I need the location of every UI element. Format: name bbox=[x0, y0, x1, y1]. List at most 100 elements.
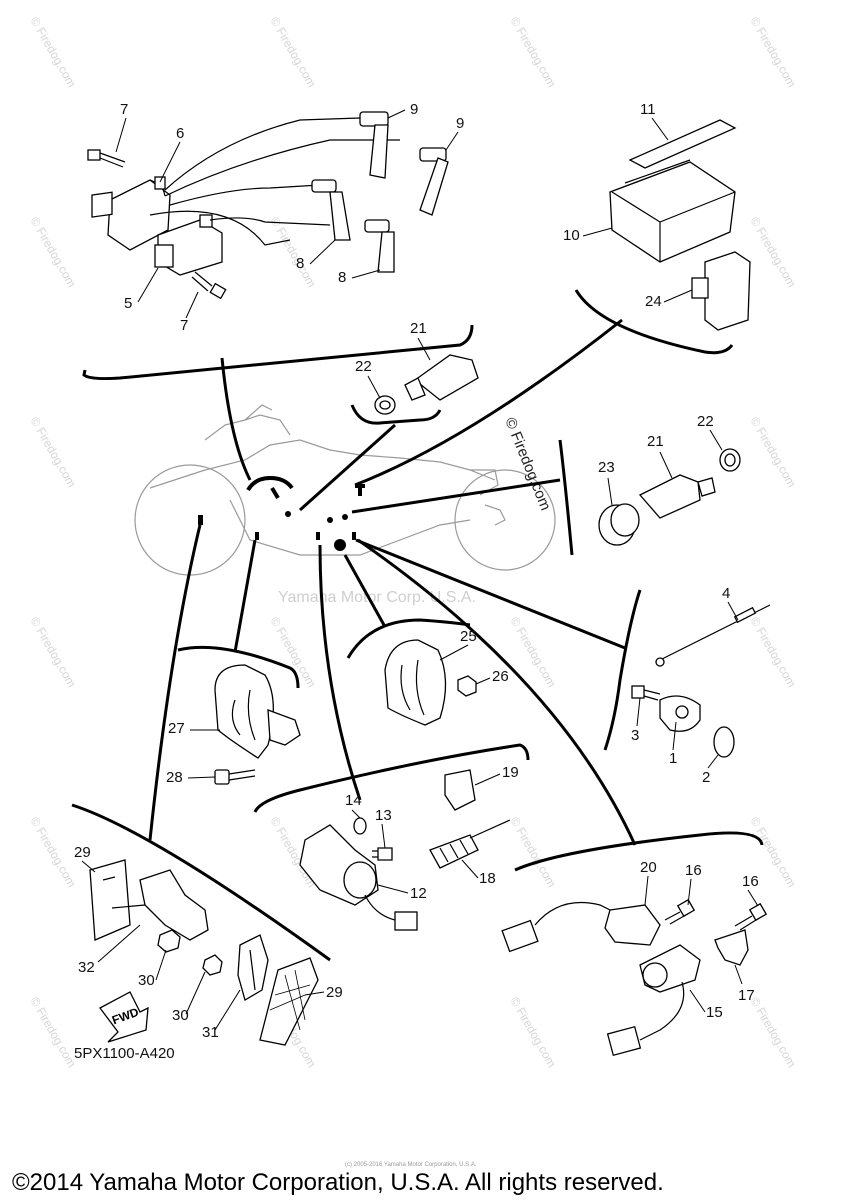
horn-group-27 bbox=[214, 664, 301, 785]
diagram-code: 5PX1100-A420 bbox=[74, 1045, 175, 1062]
temp-sensor-group-right bbox=[598, 448, 741, 546]
bracket-icon bbox=[237, 934, 269, 1001]
part-label-16: 16 bbox=[685, 862, 702, 879]
temperature-sensor-icon bbox=[404, 354, 479, 401]
watermark: © Firedog.com bbox=[507, 15, 559, 90]
part-label-1: 1 bbox=[669, 750, 677, 767]
watermark: © Firedog.com bbox=[747, 215, 799, 290]
bolt-icon bbox=[372, 847, 393, 861]
speed-sensor-icon bbox=[659, 695, 701, 732]
part-label-14: 14 bbox=[345, 792, 362, 809]
boot-icon bbox=[429, 819, 511, 869]
crank-sensor-group bbox=[501, 898, 768, 1057]
leader-lines bbox=[71, 289, 764, 962]
bracket-icon bbox=[111, 869, 209, 941]
part-label-2: 2 bbox=[702, 769, 710, 786]
part-label-20: 20 bbox=[640, 859, 657, 876]
watermark: © Firedog.com bbox=[747, 995, 799, 1070]
body-watermark: © Firedog.com bbox=[501, 415, 554, 513]
part-label-8: 8 bbox=[338, 269, 346, 286]
clip-icon bbox=[444, 769, 476, 811]
part-label-24: 24 bbox=[645, 293, 662, 310]
part-label-10: 10 bbox=[563, 227, 580, 244]
footrest-icon bbox=[89, 859, 131, 941]
watermark: © Firedog.com bbox=[507, 995, 559, 1070]
washer-icon bbox=[353, 817, 367, 835]
cable-icon bbox=[655, 604, 771, 667]
cap-icon bbox=[598, 503, 640, 546]
footer-small-copyright: (c) 2005-2016 Yamaha Motor Corporation, … bbox=[345, 1162, 477, 1168]
part-label-26: 26 bbox=[492, 668, 509, 685]
ecu-icon bbox=[609, 159, 736, 263]
center-watermark: Yamaha Motor Corp. U.S.A. bbox=[278, 589, 476, 606]
o-ring-icon bbox=[713, 726, 735, 758]
bolt-icon bbox=[734, 902, 768, 931]
part-label-21: 21 bbox=[410, 320, 427, 337]
part-label-12: 12 bbox=[410, 885, 427, 902]
spark-plug-cap-icon bbox=[364, 219, 395, 273]
watermark: © Firedog.com bbox=[27, 15, 79, 90]
watermark: © Firedog.com bbox=[27, 615, 79, 690]
horn-icon bbox=[384, 639, 447, 726]
watermark: © Firedog.com bbox=[27, 415, 79, 490]
part-label-22: 22 bbox=[355, 358, 372, 375]
part-label-31: 31 bbox=[202, 1024, 219, 1041]
watermark: © Firedog.com bbox=[267, 215, 319, 290]
part-label-9: 9 bbox=[456, 115, 464, 132]
part-label-19: 19 bbox=[502, 764, 519, 781]
part-label-21: 21 bbox=[647, 433, 664, 450]
strap-icon bbox=[628, 119, 737, 169]
ignition-coil-group bbox=[87, 111, 449, 300]
ignition-coil-icon bbox=[91, 176, 171, 251]
spark-plug-cap-icon bbox=[419, 147, 449, 216]
motorcycle-outline bbox=[134, 404, 556, 576]
connector-icon bbox=[606, 1025, 642, 1057]
watermark: © Firedog.com bbox=[747, 615, 799, 690]
watermark: © Firedog.com bbox=[507, 615, 559, 690]
starter-relay-group bbox=[299, 769, 511, 931]
gasket-icon bbox=[719, 448, 741, 472]
part-label-3: 3 bbox=[631, 727, 639, 744]
speed-sensor-group bbox=[631, 604, 771, 758]
bolt-icon bbox=[191, 271, 227, 300]
part-label-6: 6 bbox=[176, 125, 184, 142]
pedal-group: FWD bbox=[89, 859, 319, 1046]
watermark: © Firedog.com bbox=[27, 995, 79, 1070]
fwd-arrow-icon: FWD bbox=[99, 991, 149, 1043]
bolt-icon bbox=[87, 149, 126, 168]
nut-icon bbox=[202, 954, 223, 976]
bolt-icon bbox=[214, 769, 256, 785]
sensor-icon bbox=[299, 824, 418, 931]
temperature-sensor-icon bbox=[638, 474, 716, 519]
watermark: © Firedog.com bbox=[27, 215, 79, 290]
part-label-22: 22 bbox=[697, 413, 714, 430]
part-label-5: 5 bbox=[124, 295, 132, 312]
horn-icon bbox=[214, 664, 301, 759]
part-label-11: 11 bbox=[640, 101, 656, 118]
part-label-32: 32 bbox=[78, 959, 95, 976]
connector-icon bbox=[501, 919, 539, 953]
location-marks bbox=[198, 475, 365, 551]
ignition-coil-icon bbox=[154, 214, 223, 276]
part-label-9: 9 bbox=[410, 101, 418, 118]
bolt-icon bbox=[664, 898, 696, 925]
sensor-icon bbox=[604, 904, 661, 946]
watermark: © Firedog.com bbox=[507, 815, 559, 890]
part-label-28: 28 bbox=[166, 769, 183, 786]
bolt-icon bbox=[631, 685, 661, 701]
part-label-7: 7 bbox=[180, 317, 188, 334]
part-label-4: 4 bbox=[722, 585, 730, 602]
watermark: © Firedog.com bbox=[27, 815, 79, 890]
spark-plug-cap-icon bbox=[311, 179, 351, 241]
nut-icon bbox=[157, 929, 181, 953]
part-label-29: 29 bbox=[326, 984, 343, 1001]
label-leaders bbox=[81, 109, 759, 1031]
watermark: © Firedog.com bbox=[747, 15, 799, 90]
part-label-8: 8 bbox=[296, 255, 304, 272]
part-labels: 7 6 9 9 8 8 5 7 11 10 24 21 22 22 21 23 … bbox=[74, 101, 759, 1041]
watermark: © Firedog.com bbox=[267, 15, 319, 90]
part-label-30: 30 bbox=[138, 972, 155, 989]
spark-plug-cap-icon bbox=[359, 111, 389, 179]
temp-sensor-group-small bbox=[374, 354, 479, 415]
